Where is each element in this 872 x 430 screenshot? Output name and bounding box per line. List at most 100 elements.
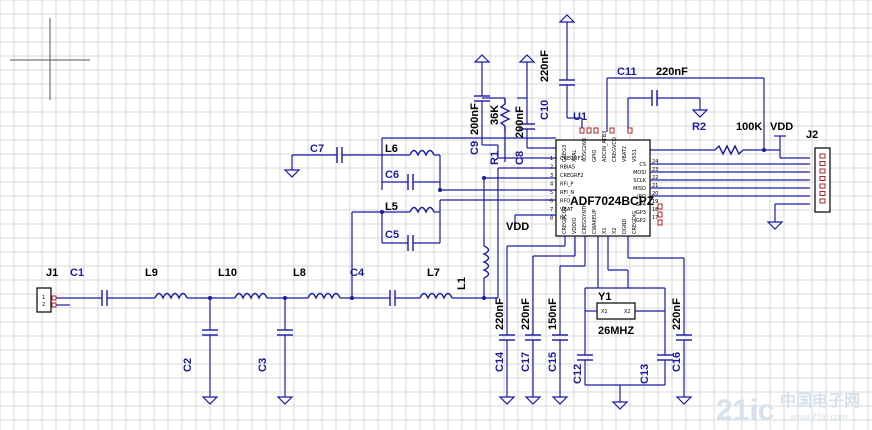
chip-left-pin-label: RFI_N (560, 190, 574, 196)
c17-value: 220nF (520, 298, 532, 330)
j2-pin-pad (819, 183, 826, 189)
inductor-l10[interactable] (234, 292, 268, 300)
c13-label: C13 (639, 364, 651, 384)
c16-label: C16 (671, 352, 683, 372)
bottom-decoupling: C14 220nF C17 220nF C15 150nF (494, 236, 693, 410)
chip-top-pads (579, 127, 663, 226)
connector-j2[interactable] (814, 147, 831, 213)
inductor-l8[interactable] (307, 292, 341, 300)
connector-j1[interactable]: 1 2 (36, 287, 57, 313)
chip-left-pin-number: 3 (550, 173, 553, 179)
matching-network: C7 L6 C6 L5 (283, 137, 556, 298)
chip-top-pin-label: ADCIN_ATB3 (602, 131, 608, 162)
r2-value: 100K (736, 121, 762, 133)
chip-left-pin-number: 7 (550, 207, 553, 213)
inductor-l6[interactable] (409, 149, 435, 157)
inductor-l9[interactable] (154, 292, 188, 300)
chip-part-number: ADF7024BCPZ (570, 194, 654, 208)
chip-top-pad (627, 127, 633, 134)
svg-text:X2: X2 (624, 309, 631, 315)
c15-label: C15 (547, 352, 559, 372)
c12-label: C12 (572, 364, 584, 384)
chip-right-pin-number: 21 (652, 183, 658, 189)
j2-pin-pad (819, 168, 826, 174)
capacitor-c2[interactable] (201, 298, 219, 405)
watermark-url: www.21ic.com (789, 412, 848, 422)
chip-top-pad (579, 127, 585, 134)
c9-label: C9 (469, 141, 481, 155)
chip-right-pin-label: MISO (633, 186, 646, 192)
capacitor-c1[interactable] (101, 290, 108, 306)
chip-left-pin-label: NC (560, 216, 568, 222)
resistor-r1[interactable] (482, 97, 511, 162)
chip-bottom-pin-label: CREGVCO2 (562, 206, 568, 234)
chip-left-pin-label: RBIAS (560, 165, 575, 171)
chip-vdd-connection: VDD (506, 214, 556, 233)
j2-pin-pad (819, 191, 826, 196)
chip-left-pin-label: RFI_P (560, 182, 573, 188)
c14-label: C14 (494, 351, 506, 372)
chip-bottom-pin-label: VDDIO (572, 217, 578, 234)
chip-left-pin-number: 8 (550, 216, 553, 222)
top-supply-network: C9 200nF R1 36K C8 200nF C10 (469, 14, 793, 165)
chip-right-pad (657, 211, 663, 218)
chip-left-pin-number: 1 (550, 156, 553, 162)
spi-bus (650, 157, 810, 230)
chip-right-pin-label: MOSI (633, 170, 646, 176)
chip-top-pin-label: CREGVCO (612, 137, 618, 162)
u1-label: U1 (573, 111, 587, 123)
chip-top-pad (586, 127, 592, 134)
chip-bottom-pin-label: CWAKEUP (592, 209, 598, 234)
crosshair-cursor-icon (10, 18, 90, 100)
vdd-chip-label: VDD (506, 221, 529, 233)
watermark-cn-text: 中国电子网 (780, 391, 860, 410)
watermark-logo: 21ic (716, 394, 774, 427)
j1-label: J1 (46, 267, 58, 279)
inductor-l7[interactable] (419, 292, 453, 300)
chip-bottom-pin-label: DGND (622, 219, 628, 234)
c10-label: C10 (539, 100, 551, 120)
inductor-l1[interactable] (482, 178, 490, 298)
chip-bottom-pin-label: X2 (612, 227, 618, 234)
c5-label: C5 (385, 229, 399, 241)
chip-left-pin-label: RFO (560, 199, 570, 205)
j2-pin-pad (819, 176, 826, 181)
svg-text:2: 2 (42, 302, 45, 308)
y1-label: Y1 (598, 291, 611, 303)
c11-label: C11 (617, 66, 637, 78)
capacitor-c3[interactable] (276, 298, 294, 405)
ic-u1-adf7024[interactable]: CREGRF11RBIAS2CREGRF23RFI_P4RFI_N5RFO6VB… (550, 127, 663, 237)
rf-input-chain: 1 2 J1 C1 L9 L10 L8 C4 (36, 168, 499, 405)
chip-left-pin-number: 2 (550, 165, 553, 171)
chip-left-pins: CREGRF11RBIAS2CREGRF23RFI_P4RFI_N5RFO6VB… (550, 156, 584, 222)
vdd-supply-label: VDD (770, 121, 793, 133)
capacitor-c6[interactable] (382, 174, 440, 190)
chip-right-pin-number: 20 (652, 191, 658, 197)
inductor-l5[interactable] (409, 206, 435, 214)
c6-label: C6 (385, 169, 399, 181)
capacitor-c12[interactable] (577, 354, 593, 361)
resistor-r2[interactable] (714, 144, 744, 156)
r2-label: R2 (692, 121, 706, 133)
chip-left-pin-label: CREGRF1 (560, 156, 584, 162)
l8-label: L8 (293, 267, 306, 279)
chip-left-pin-number: 4 (550, 182, 553, 188)
l9-label: L9 (145, 267, 158, 279)
c14-value: 220nF (494, 298, 506, 330)
l1-label: L1 (456, 277, 468, 290)
capacitor-c7[interactable] (336, 147, 343, 163)
c17-label: C17 (520, 352, 532, 372)
c11-value: 220nF (656, 66, 688, 78)
capacitor-c5[interactable] (382, 235, 440, 251)
c8-value: 200nF (514, 106, 526, 138)
chip-top-pin-label: XOSC26N (582, 138, 588, 162)
c16-value: 220nF (671, 298, 683, 330)
chip-right-pin-number: 23 (652, 167, 658, 173)
chip-right-pin-label: CS (639, 162, 646, 168)
chip-right-pin-label: GP4 (636, 202, 646, 208)
crystal-y1[interactable]: X1 X2 (585, 302, 665, 320)
chip-right-pin-label: SCLK (633, 178, 646, 184)
